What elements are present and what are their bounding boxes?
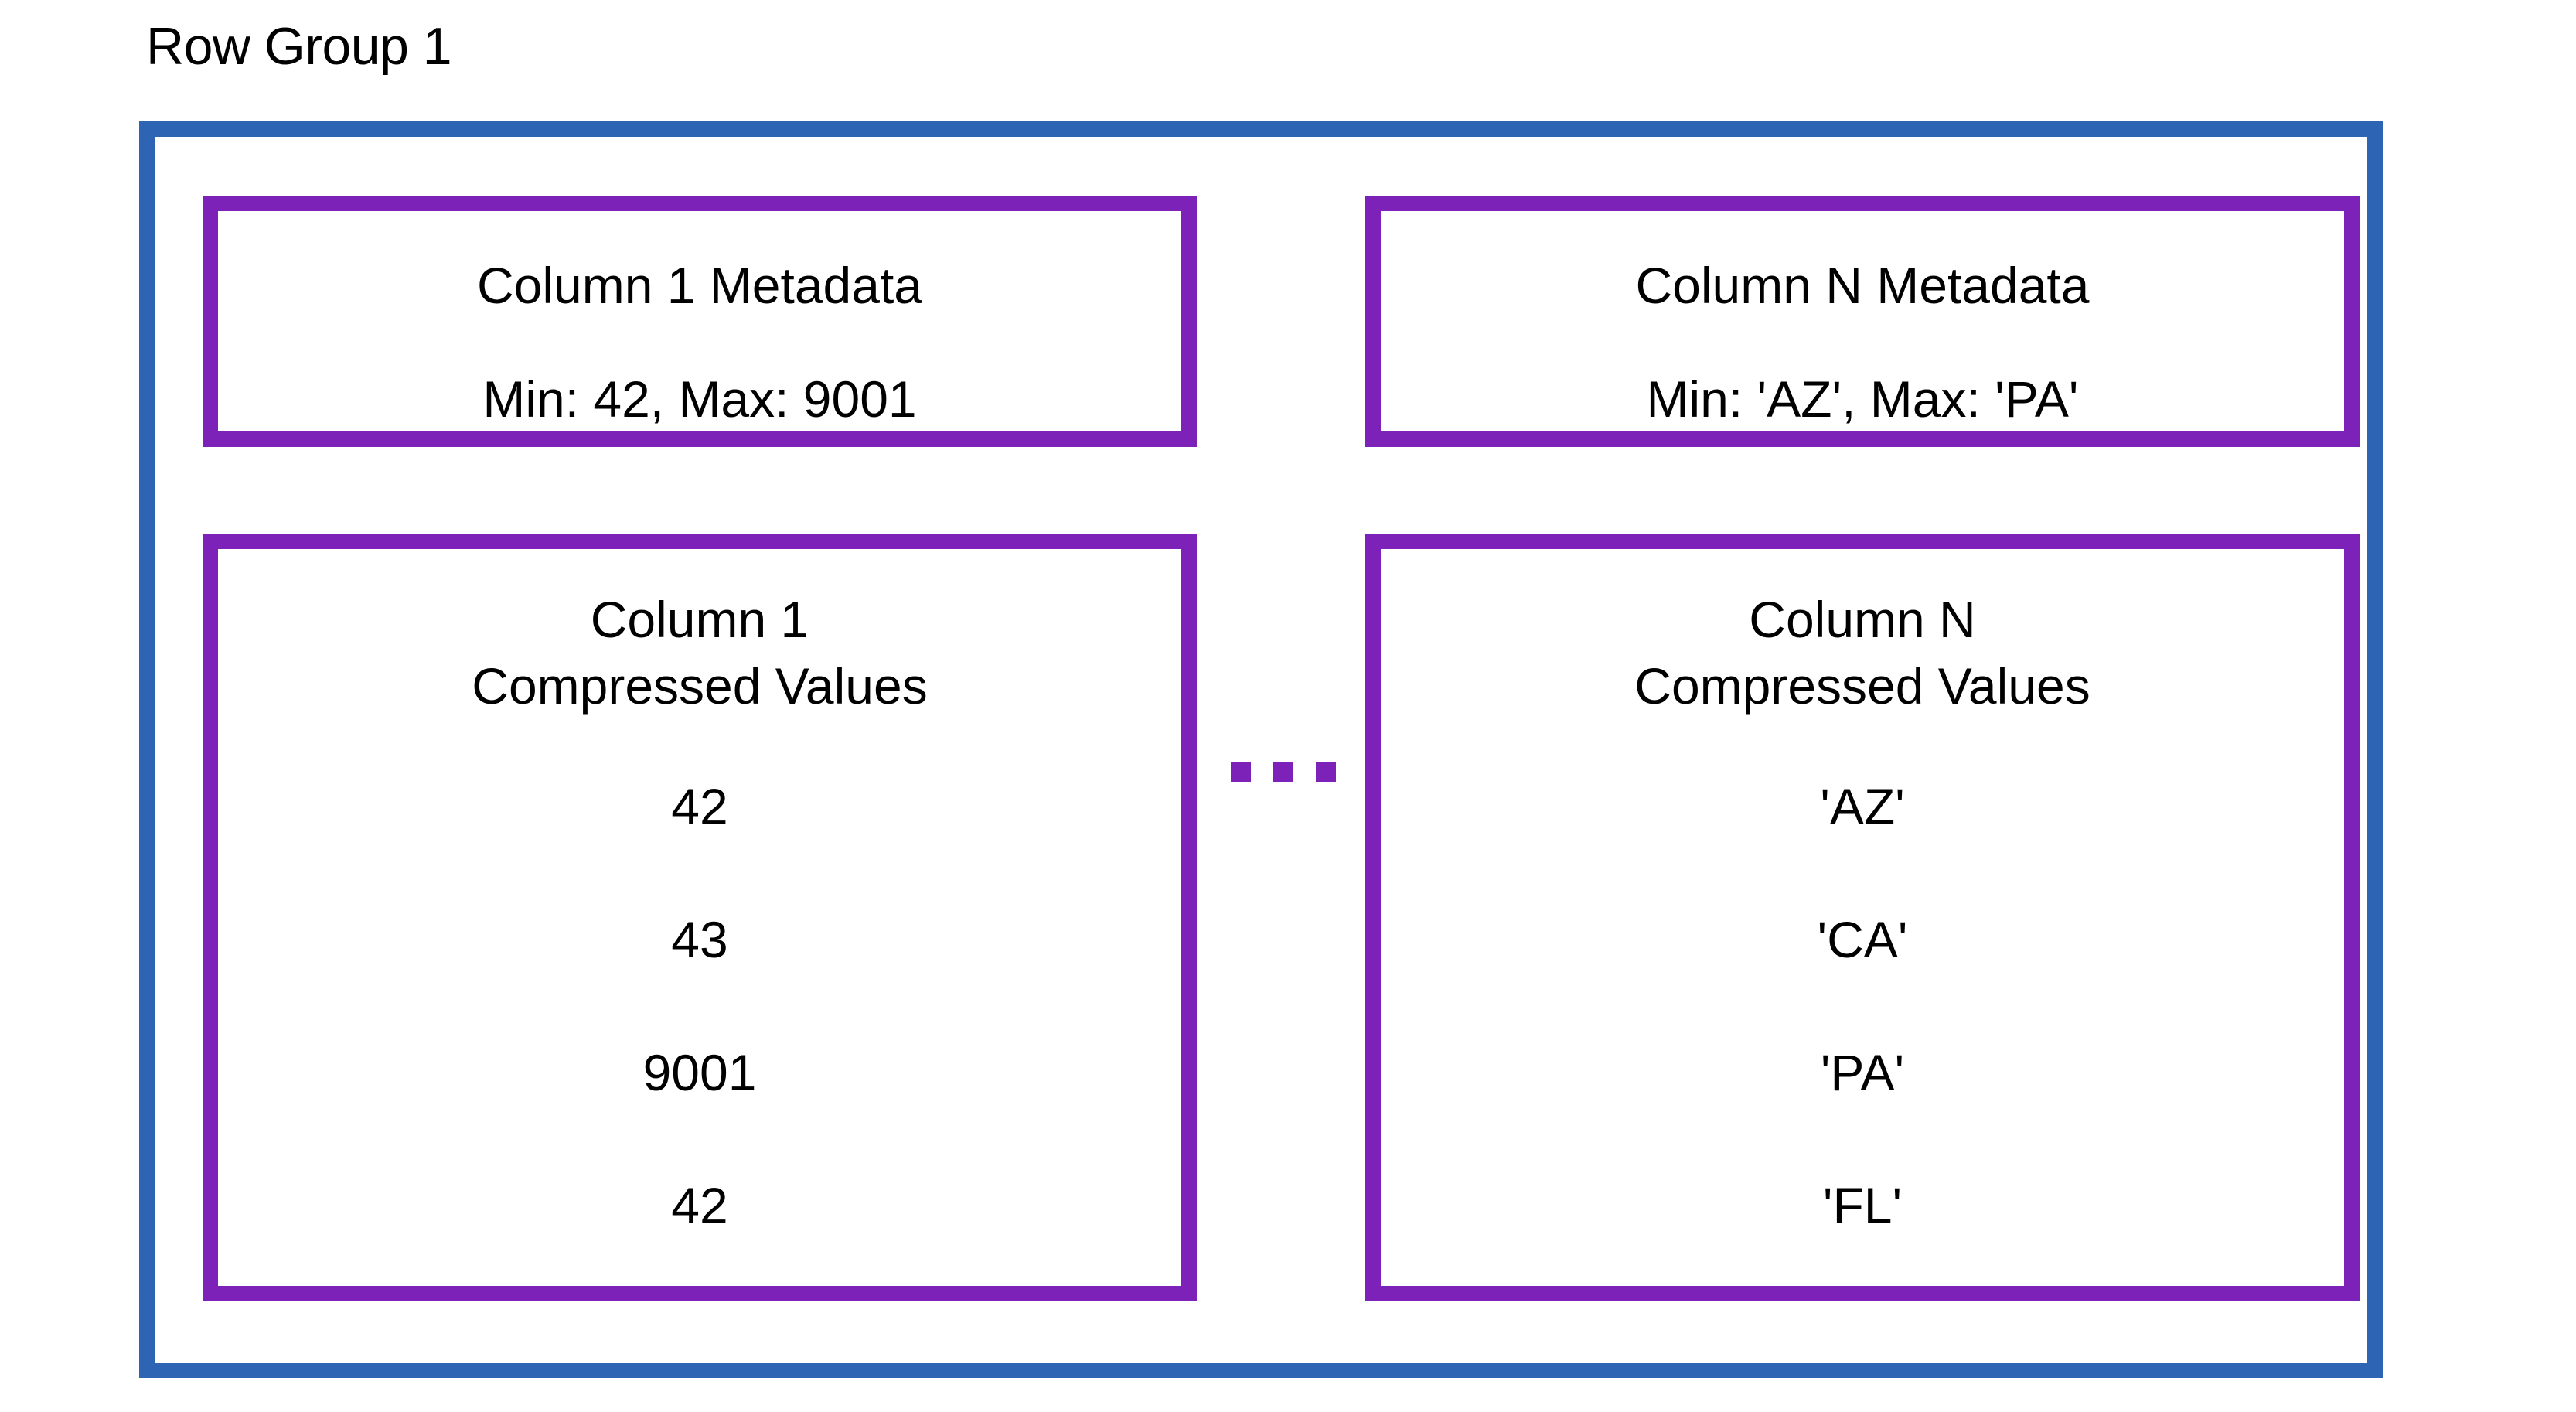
column-1-values-list: 42 43 9001 42 [218,740,1181,1272]
column-n-metadata-title: Column N Metadata [1635,257,2090,314]
column-n-metadata-stats: Min: 'AZ', Max: 'PA' [1646,370,2079,428]
value-row: 42 [671,1177,728,1234]
value-row: 42 [671,778,728,835]
value-row: 'FL' [1822,1177,1903,1234]
column-1-metadata-stats: Min: 42, Max: 9001 [482,370,917,428]
ellipsis-dot [1273,762,1293,782]
value-row: 9001 [642,1044,757,1101]
column-n-metadata-box: Column N Metadata Min: 'AZ', Max: 'PA' [1365,196,2360,447]
ellipsis-dot [1231,762,1251,782]
horizontal-ellipsis-icon [1231,762,1336,782]
column-stack-column-n: Column N Metadata Min: 'AZ', Max: 'PA' C… [1365,196,2360,1301]
column-1-values-heading-line-1: Column 1 [590,591,809,648]
column-1-values-box: Column 1 Compressed Values 42 43 9001 42 [203,534,1197,1301]
column-n-values-box: Column N Compressed Values 'AZ' 'CA' 'PA… [1365,534,2360,1301]
value-row: 'CA' [1817,911,1908,968]
column-1-values-heading-line-2: Compressed Values [472,657,928,715]
column-1-metadata-box: Column 1 Metadata Min: 42, Max: 9001 [203,196,1197,447]
column-n-values-heading-line-2: Compressed Values [1634,657,2090,715]
column-1-metadata-title: Column 1 Metadata [477,257,922,314]
column-n-values-heading-line-1: Column N [1749,591,1976,648]
column-n-values-list: 'AZ' 'CA' 'PA' 'FL' [1381,740,2344,1272]
value-row: 43 [671,911,728,968]
row-group-title: Row Group 1 [146,17,452,76]
column-n-values-heading: Column N Compressed Values [1381,586,2344,719]
column-stacks: Column 1 Metadata Min: 42, Max: 9001 Col… [203,196,2360,1301]
value-row: 'PA' [1820,1044,1905,1101]
column-1-values-heading: Column 1 Compressed Values [218,586,1181,719]
ellipsis-dot [1316,762,1336,782]
value-row: 'AZ' [1820,778,1905,835]
column-stack-column-1: Column 1 Metadata Min: 42, Max: 9001 Col… [203,196,1197,1301]
